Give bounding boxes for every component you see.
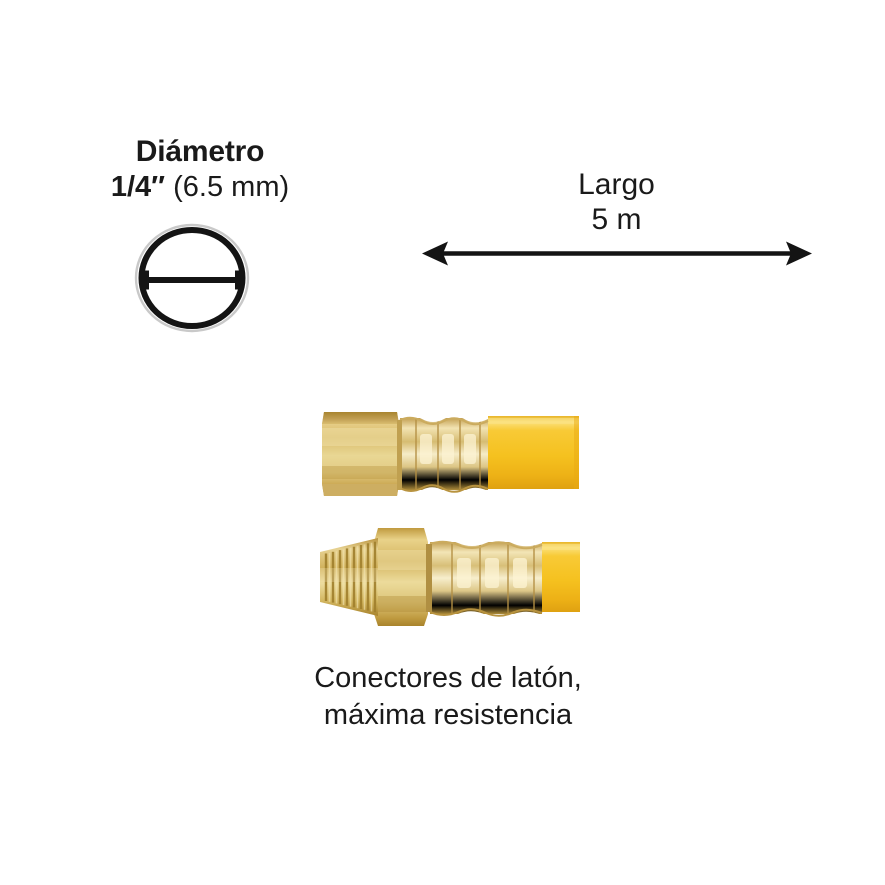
hose-cross-section-circle-icon (134, 223, 250, 333)
connector-caption-line-1: Conectores de latón, (314, 662, 582, 694)
length-spec-block: Largo 5 m (474, 168, 759, 237)
connector-caption-line-2: máxima resistencia (323, 699, 573, 732)
diameter-value: 1/4″ (6.5 mm) (60, 171, 340, 205)
diameter-title: Diámetro (135, 135, 265, 168)
diameter-spec-block: Diámetro 1/4″ (6.5 mm) (60, 135, 340, 204)
double-headed-arrow-icon (422, 241, 812, 266)
length-value: 5 m (591, 203, 642, 236)
connector-caption: Conectores de latón, máxima resistencia (248, 660, 648, 734)
diameter-value-metric: (6.5 mm) (173, 170, 290, 203)
female-swivel-nut-assembly (322, 410, 579, 502)
diameter-value-fraction: 1/4″ (110, 170, 166, 203)
length-title: Largo (578, 168, 655, 201)
male-threaded-assembly (320, 528, 580, 628)
